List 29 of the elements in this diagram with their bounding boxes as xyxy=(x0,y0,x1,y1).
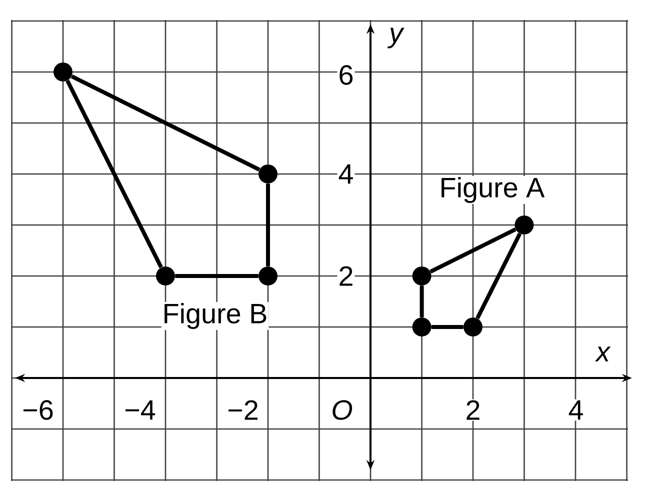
figure-label: Figure B xyxy=(161,302,269,330)
polygon-side xyxy=(70,74,260,172)
polygon-side xyxy=(430,228,516,274)
tick-label: 4 xyxy=(567,399,585,421)
polygon-side xyxy=(175,274,258,278)
tick-label: 4 xyxy=(337,163,355,185)
vertex-dot xyxy=(412,266,432,286)
tick-label: −4 xyxy=(123,399,157,421)
tick-label: 2 xyxy=(464,399,482,421)
polygon-side xyxy=(420,286,424,318)
axis-label: x xyxy=(594,346,611,362)
vertex-dot xyxy=(464,318,482,336)
polygon-side xyxy=(66,80,163,268)
vertex-dot xyxy=(258,266,278,286)
vertex-dot xyxy=(514,216,534,234)
vertex-dot xyxy=(156,266,175,286)
tick-label: 6 xyxy=(337,64,355,86)
polygon-side xyxy=(476,232,522,320)
tick-label: 2 xyxy=(337,265,355,287)
polygon-side xyxy=(432,325,464,329)
tick-label: −6 xyxy=(21,399,55,421)
axis-label: O xyxy=(330,399,354,421)
axis-label: y xyxy=(387,26,404,50)
polygon-side xyxy=(266,184,270,266)
vertex-dot xyxy=(258,164,278,184)
figure-label: Figure A xyxy=(438,176,546,204)
vertex-dot xyxy=(54,62,72,82)
tick-label: −2 xyxy=(226,399,260,421)
vertex-dot xyxy=(412,318,432,336)
